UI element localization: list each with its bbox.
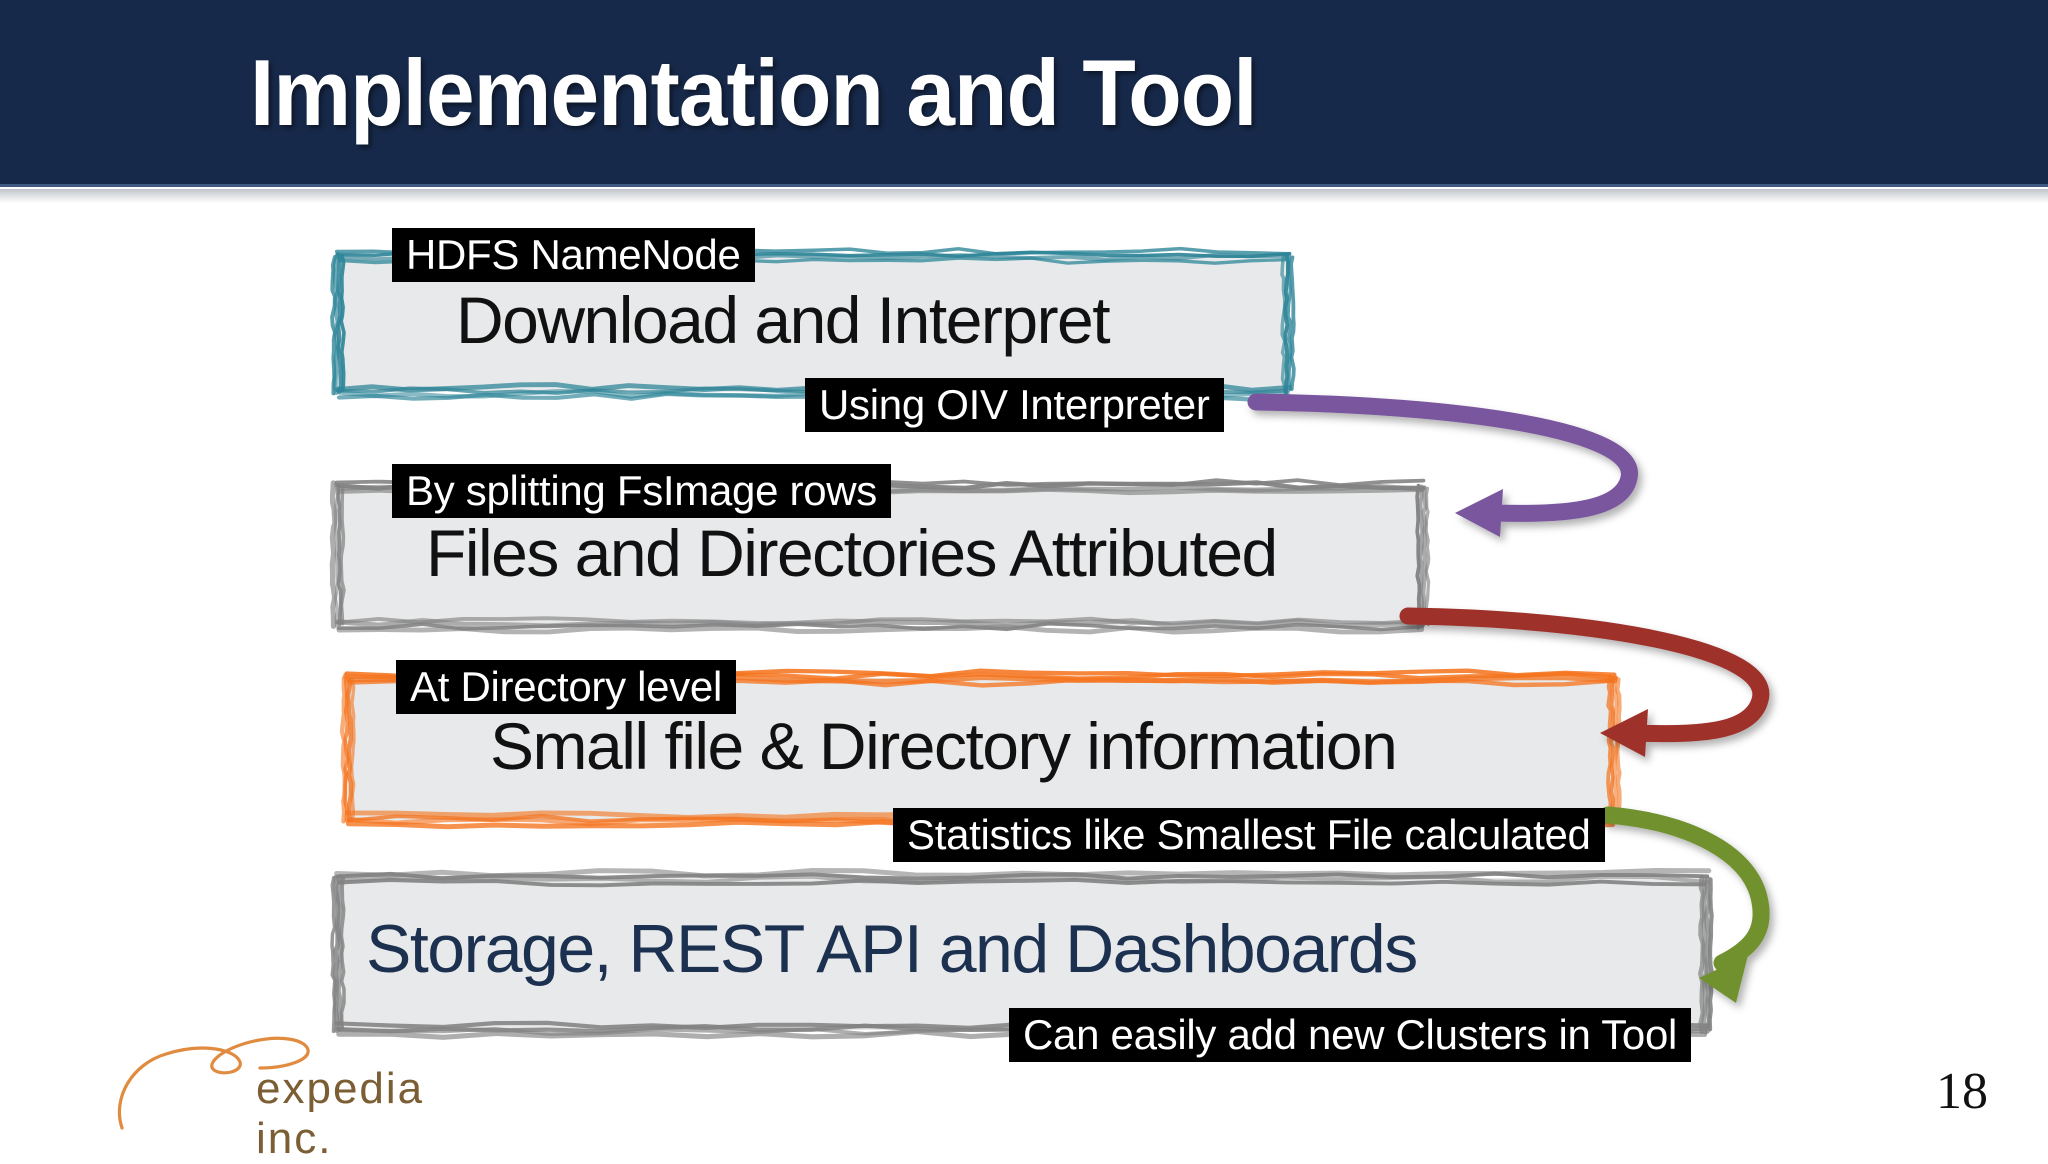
expedia-logo-text: expedia inc. <box>256 1064 440 1164</box>
flow-step-2-title: Files and Directories Attributed <box>426 515 1277 591</box>
chip-hdfs-namenode: HDFS NameNode <box>392 228 755 282</box>
page-title: Implementation and Tool <box>250 28 1831 158</box>
chip-at-directory-level-label: At Directory level <box>410 663 722 711</box>
title-bar-shadow <box>0 189 2048 203</box>
chip-can-easily-add-new-clusters-in-tool: Can easily add new Clusters in Tool <box>1009 1008 1691 1062</box>
page-number: 18 <box>1936 1062 1988 1121</box>
flow-step-1-title: Download and Interpret <box>456 282 1109 358</box>
chip-at-directory-level: At Directory level <box>396 660 736 714</box>
chip-statistics-like-smallest-file-calculated: Statistics like Smallest File calculated <box>893 808 1605 862</box>
chip-by-splitting-fsimage-rows: By splitting FsImage rows <box>392 464 891 518</box>
chip-using-oiv-interpreter: Using OIV Interpreter <box>805 378 1224 432</box>
chip-hdfs-namenode-label: HDFS NameNode <box>406 231 741 279</box>
chip-can-easily-add-new-clusters-label: Can easily add new Clusters in Tool <box>1023 1011 1677 1059</box>
flow-step-3-title: Small file & Directory information <box>490 708 1396 784</box>
flow-step-4-title: Storage, REST API and Dashboards <box>366 910 1417 988</box>
chip-by-splitting-fsimage-rows-label: By splitting FsImage rows <box>406 467 877 515</box>
chip-statistics-label: Statistics like Smallest File calculated <box>907 811 1591 859</box>
expedia-logo: expedia inc. <box>110 1028 440 1136</box>
title-bar: Implementation and Tool <box>0 0 2048 186</box>
chip-using-oiv-interpreter-label: Using OIV Interpreter <box>819 381 1210 429</box>
